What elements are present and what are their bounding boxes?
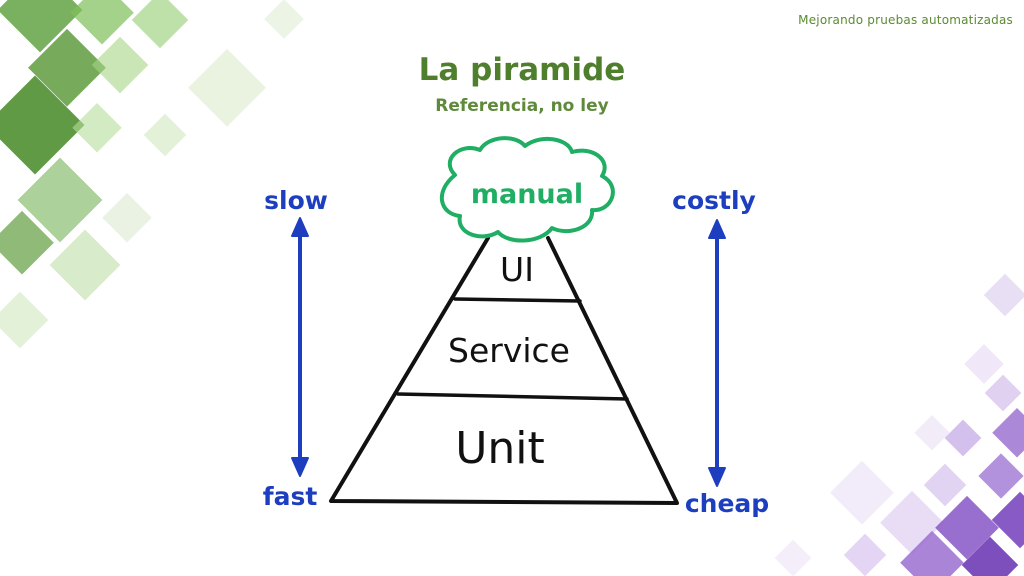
cloud-label: manual xyxy=(471,179,583,210)
right-axis-top-label: costly xyxy=(672,186,756,215)
pyramid-divider-service-unit xyxy=(398,394,627,399)
layer-label-service: Service xyxy=(448,331,570,370)
left-axis-arrowhead-up xyxy=(292,218,308,236)
left-axis-arrowhead-down xyxy=(292,458,308,476)
layer-label-ui: UI xyxy=(500,250,534,289)
left-axis-top-label: slow xyxy=(264,186,328,215)
right-axis-arrowhead-down xyxy=(709,468,725,486)
left-axis-bottom-label: fast xyxy=(263,482,318,511)
layer-label-unit: Unit xyxy=(455,423,545,474)
right-axis-arrowhead-up xyxy=(709,220,725,238)
right-axis-bottom-label: cheap xyxy=(685,489,769,518)
pyramid-divider-ui-service xyxy=(455,299,580,301)
